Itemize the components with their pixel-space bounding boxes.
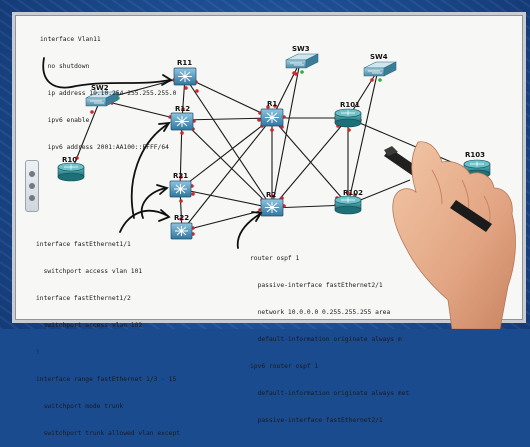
- code-line: interface range fastEthernet 1/3 - 15: [36, 376, 177, 383]
- hand-with-marker: [384, 141, 516, 329]
- code-block-switchport: interface fastEthernet1/1 switchport acc…: [36, 222, 180, 447]
- label-r12: R12: [175, 105, 190, 113]
- label-r103: R103: [465, 151, 485, 159]
- label-sw4: SW4: [370, 53, 388, 61]
- network-topology-diagram: SW2 SW3 SW4 R11 R12 R1 R101 R102 R103 R1…: [42, 45, 491, 249]
- label-r21: R21: [173, 172, 188, 180]
- hand-shape: [392, 141, 516, 329]
- code-line: ipv6 router ospf 1: [250, 363, 319, 370]
- code-line: network 10.0.0.0 0.255.255.255 area: [250, 309, 391, 316]
- label-r22: R22: [174, 214, 189, 222]
- router-r102: [334, 195, 362, 215]
- code-line: switchport trunk allowed vlan except: [36, 430, 181, 437]
- label-r101: R101: [340, 101, 360, 109]
- l3switch-r22: [170, 222, 193, 240]
- label-sw2: SW2: [91, 84, 109, 92]
- l3switch-r11: [173, 67, 197, 86]
- code-line: interface Vlan11: [40, 36, 101, 43]
- code-line: router ospf 1: [250, 255, 300, 262]
- l3switch-r2: [260, 198, 284, 217]
- label-sw3: SW3: [292, 45, 310, 53]
- code-line: ipv6 enable: [40, 117, 90, 124]
- label-r1: R1: [267, 100, 277, 108]
- switch-sw4: [363, 61, 397, 77]
- hand-drawn-arrows: [42, 57, 263, 249]
- label-r2: R2: [266, 191, 276, 199]
- code-line: passive-interface fastEthernet2/1: [250, 282, 383, 289]
- code-line: default-information originate always met: [250, 390, 410, 397]
- code-line: ipv6 address 2001:AA100::FFFF/64: [40, 144, 169, 151]
- code-line: default-information originate always m: [250, 336, 402, 343]
- switch-sw3: [285, 53, 319, 69]
- code-line: switchport mode trunk: [36, 403, 124, 410]
- label-r102: R102: [343, 189, 363, 197]
- label-r11: R11: [177, 59, 192, 67]
- label-r10: R10: [62, 156, 77, 164]
- router-r101: [334, 108, 362, 128]
- code-line: no shutdown: [40, 63, 90, 70]
- code-line: interface fastEthernet1/2: [36, 295, 131, 302]
- l3switch-r1: [260, 108, 284, 127]
- code-line: switchport access vlan 101: [36, 268, 143, 275]
- l3switch-r12: [170, 112, 194, 131]
- code-line: passive-interface fastEthernet2/1: [250, 417, 383, 424]
- code-block-vlan-interface: interface Vlan11 no shutdown ip address …: [40, 17, 176, 161]
- switch-sw2: [85, 91, 119, 107]
- marker-tray: [25, 160, 39, 212]
- code-line: !: [36, 349, 40, 356]
- router-r10: [57, 162, 85, 182]
- code-line: interface fastEthernet1/1: [36, 241, 131, 248]
- l3switch-r21: [169, 180, 192, 198]
- code-line: ip address 10.10.254 255.255.255.0: [40, 90, 177, 97]
- code-line: switchport access vlan 102: [36, 322, 143, 329]
